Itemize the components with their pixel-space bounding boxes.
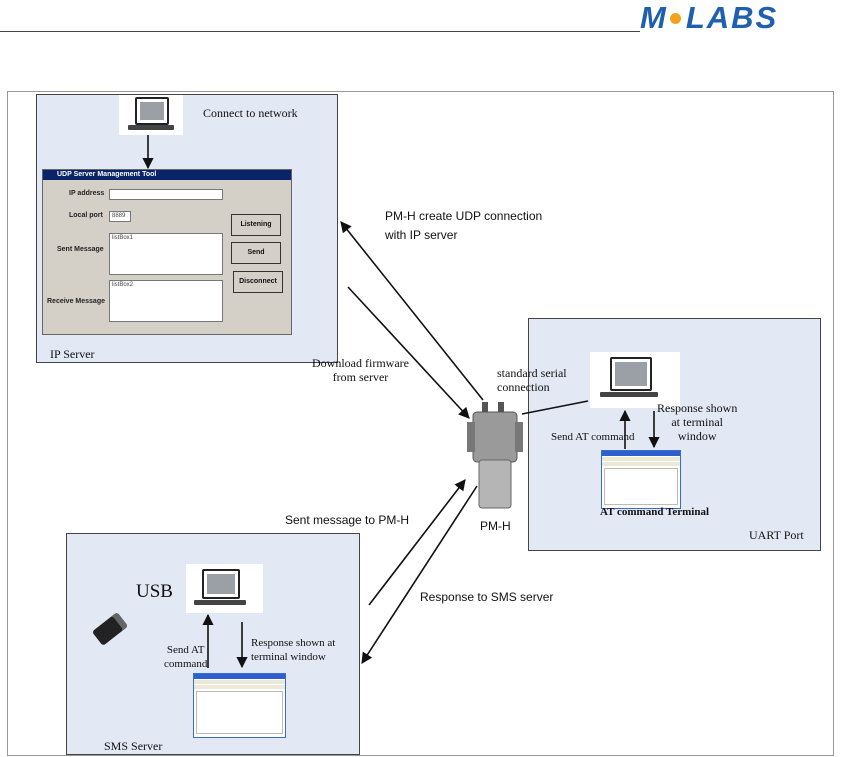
at-terminal-label: AT command Terminal [600,506,709,518]
sms-server-caption: SMS Server [104,739,163,753]
logo-text-m: M [640,0,668,35]
pmh-device-label: PM-H [480,519,511,533]
sms-response-shown-label: Response shown at terminal window [251,637,336,663]
sent-message-label: Sent Message [57,246,104,253]
ip-address-label: IP address [69,190,105,197]
sms-terminal-window [193,673,286,738]
listening-button[interactable]: Listening [231,214,281,236]
local-port-input[interactable]: 8889 [109,211,131,222]
sent-to-pmh-label: Sent message to PM-H [285,513,410,527]
serial-connection-line [521,400,589,415]
receive-message-label: Receive Message [47,298,105,305]
sms-send-at-label: Send AT command [164,644,208,670]
laptop-icon [590,352,680,408]
arrow-pmh-to-ip-server [340,221,484,401]
mlabs-logo: M LABS [640,0,850,36]
laptop-icon [186,564,263,613]
logo-text-labs: LABS [685,0,779,35]
sent-message-listbox[interactable]: listBox1 [109,233,223,275]
send-button[interactable]: Send [231,242,281,264]
download-firmware-label: Download firmware from server [312,356,409,384]
uart-port-caption: UART Port [749,528,804,542]
arrow-pmh-to-sms [361,485,478,664]
send-at-command-label: Send AT command [551,431,635,443]
usb-label: USB [136,581,173,602]
disconnect-button[interactable]: Disconnect [233,271,283,293]
response-shown-label: Response shown at terminal window [657,401,738,443]
local-port-label: Local port [69,212,103,219]
ip-server-caption: IP Server [50,347,95,361]
udp-tool-window: UDP Server Management Tool IP address Lo… [42,169,292,335]
receive-message-listbox[interactable]: listBox2 [109,280,223,322]
arrow-sms-to-pmh [368,479,466,606]
arrow-ip-server-to-pmh [347,286,470,419]
connect-to-network-label: Connect to network [203,106,298,120]
udp-tool-title: UDP Server Management Tool [43,170,291,180]
udp-connection-label: PM-H create UDP connection with IP serve… [385,209,543,242]
at-terminal-window [601,450,681,509]
serial-connection-label: standard serial connection [497,366,567,394]
header-rule [0,31,640,32]
pmh-device-icon [467,402,523,509]
laptop-icon [119,95,183,135]
ip-address-input[interactable] [109,189,223,200]
response-to-sms-label: Response to SMS server [420,590,554,604]
logo-dot [669,12,681,24]
